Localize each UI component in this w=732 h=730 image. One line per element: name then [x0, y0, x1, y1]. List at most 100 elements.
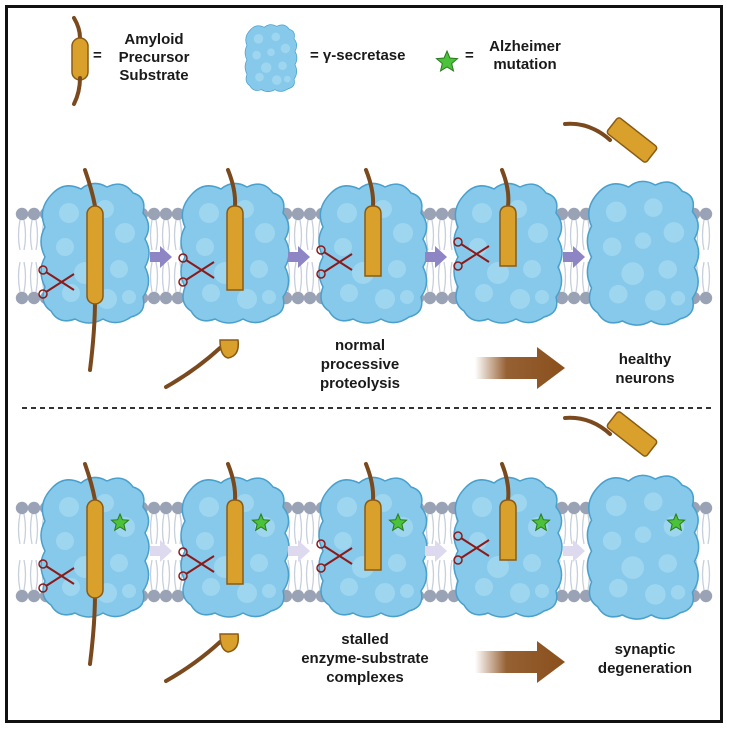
substrate-legend-line-2: Precursor — [118, 49, 190, 66]
lipid-head — [423, 589, 437, 603]
secretase-legend-label: = γ-secretase — [310, 47, 406, 64]
lipid-head — [435, 501, 449, 515]
texture-spot — [59, 497, 79, 517]
scissors-icon — [178, 253, 215, 287]
bottom-process-line-3: complexes — [326, 669, 404, 686]
lipid-tail — [443, 513, 447, 545]
scissors-blade — [323, 251, 353, 271]
scissors-blade — [185, 555, 215, 575]
scissors-handle — [38, 559, 48, 569]
mutation-legend-label: Alzheimer mutation — [477, 38, 573, 74]
scissors-handle — [178, 571, 188, 581]
texture-spot — [475, 284, 493, 302]
lipid-head — [27, 501, 41, 515]
bottom-outcome-label: synaptic degeneration — [585, 640, 705, 678]
lipid-head — [159, 589, 173, 603]
substrate-n-tail — [500, 462, 511, 502]
lipid-tail — [563, 559, 567, 591]
scissors-blade — [460, 243, 490, 263]
texture-spot — [271, 75, 282, 85]
lipid-tail — [299, 513, 303, 545]
texture-spot — [400, 290, 414, 304]
lipid-tail — [575, 261, 579, 293]
texture-spot — [340, 284, 358, 302]
scissors-icon — [178, 547, 215, 581]
lipid-tail — [35, 513, 39, 545]
scissors-handle — [453, 531, 463, 541]
step-arrow — [288, 540, 310, 562]
substrate-n-tail — [226, 462, 238, 502]
outcome-arrow — [475, 641, 565, 683]
texture-spot — [670, 585, 686, 600]
substrate-n-tail — [364, 168, 376, 208]
texture-spot — [644, 492, 663, 511]
texture-spot — [202, 284, 220, 302]
lipid-tail — [173, 261, 177, 293]
scissors-blade — [323, 547, 353, 567]
lipid-tail — [293, 219, 297, 251]
texture-spot — [252, 50, 261, 60]
substrate-legend-label: Amyloid Precursor Substrate — [113, 31, 195, 85]
texture-spot — [602, 531, 622, 551]
scissors-handle — [453, 555, 463, 565]
substrate-equals: = — [93, 47, 102, 64]
released-fragment — [219, 633, 240, 653]
texture-spot — [658, 260, 677, 279]
lipid-tail — [35, 559, 39, 591]
lipid-tail — [167, 219, 171, 251]
lipid-head — [27, 207, 41, 221]
texture-spot — [645, 290, 666, 311]
texture-spot — [110, 260, 128, 278]
lipid-tail — [437, 261, 441, 293]
texture-spot — [59, 203, 79, 223]
lipid-tail — [701, 513, 705, 545]
lipid-tail — [575, 513, 579, 545]
lipid-tail — [29, 219, 33, 251]
released-substrate — [606, 117, 658, 163]
lipid-tail — [707, 559, 711, 591]
lipid-head — [423, 501, 437, 515]
texture-spot — [62, 578, 80, 596]
lipid-tail — [431, 559, 435, 591]
lipid-tail — [23, 219, 27, 251]
texture-spot — [658, 554, 677, 573]
scissors-handle — [316, 563, 326, 573]
texture-spot — [237, 583, 257, 603]
lipid-head — [567, 207, 581, 221]
texture-spot — [645, 584, 666, 605]
substrate-c-tail — [88, 592, 97, 666]
lipid-tail — [173, 513, 177, 545]
lipid-tail — [299, 261, 303, 293]
scissors-handle — [178, 547, 188, 557]
lipid-tail — [167, 261, 171, 293]
gamma-secretase-complex-released — [586, 180, 700, 326]
texture-spot — [375, 289, 395, 309]
lipid-head — [291, 207, 305, 221]
texture-spot — [278, 61, 287, 70]
substrate-trimmed — [226, 499, 244, 585]
lipid-tail — [311, 559, 315, 591]
texture-spot — [609, 578, 628, 598]
lipid-tail — [431, 513, 435, 545]
substrate-trimmed — [499, 205, 517, 267]
lipid-tail — [581, 261, 585, 293]
lipid-tail — [575, 219, 579, 251]
lipid-tail — [23, 261, 27, 293]
texture-spot — [472, 497, 492, 517]
texture-spot — [644, 198, 663, 217]
substrate-legend-line-3: Substrate — [119, 67, 189, 84]
figure-frame — [5, 5, 723, 723]
lipid-tail — [293, 261, 297, 293]
step-arrow — [150, 246, 172, 268]
released-fragment — [219, 339, 240, 359]
step-arrow — [150, 540, 172, 562]
texture-spot — [475, 578, 493, 596]
released-fragment-tail — [164, 346, 222, 389]
lipid-tail — [161, 261, 165, 293]
lipid-tail — [161, 559, 165, 591]
released-substrate-tail — [563, 415, 612, 436]
step-arrow — [288, 246, 310, 268]
scissors-blade — [460, 537, 490, 557]
released-fragment-tail — [164, 640, 222, 683]
